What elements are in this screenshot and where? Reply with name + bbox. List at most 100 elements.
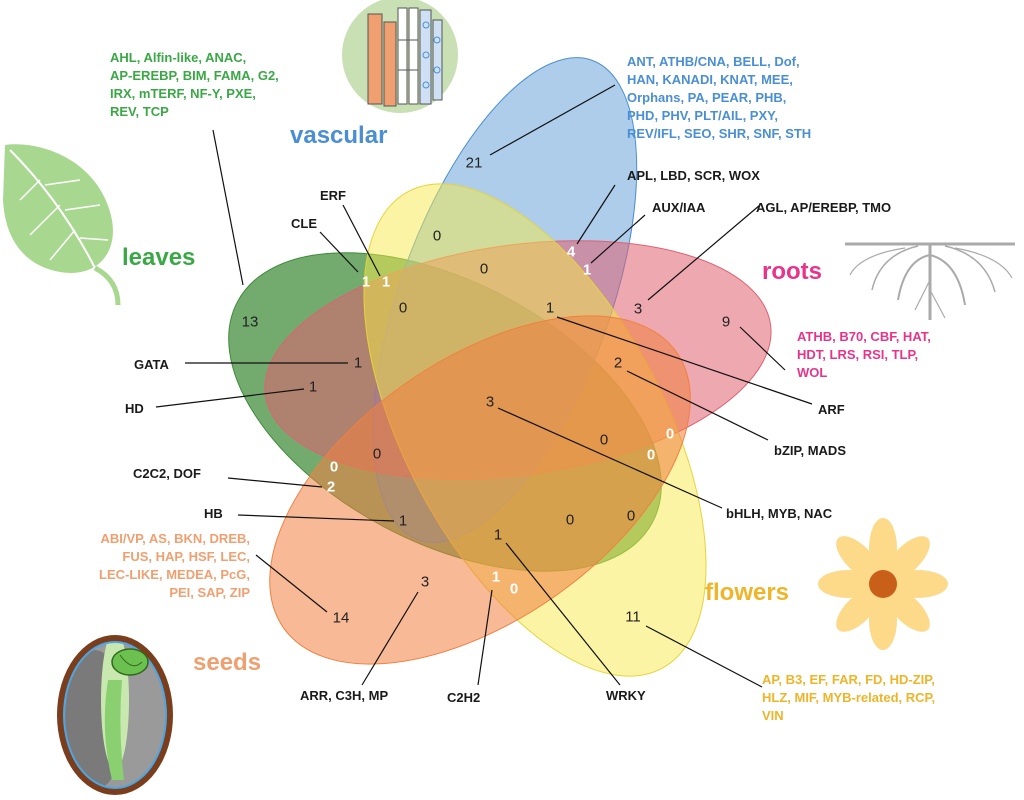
count-tip: 4 [567, 244, 576, 261]
leader-line [647, 204, 761, 301]
gene-list-line: REV, TCP [110, 104, 169, 119]
gene-label-apl: APL, LBD, SCR, WOX [627, 168, 760, 183]
gene-list-seeds: ABI/VP, AS, BKN, DREB, FUS, HAP, HSF, LE… [99, 531, 250, 600]
gene-list-line: HLZ, MIF, MYB-related, RCP, [762, 690, 935, 705]
count-flowers-only: 11 [625, 609, 641, 626]
count-region: 0 [399, 300, 407, 317]
count-seeds-only: 14 [333, 610, 350, 627]
count-region: 1 [494, 527, 502, 544]
gene-list-line: IRX, mTERF, NF-Y, PXE, [110, 86, 256, 101]
gene-list-line: ANT, ATHB/CNA, BELL, Dof, [627, 54, 800, 69]
set-name-flowers: flowers [705, 579, 789, 606]
set-name-roots: roots [762, 258, 822, 285]
gene-label-cle: CLE [291, 216, 317, 231]
count-region: 1 [354, 355, 362, 372]
gene-list-line: AP-EREBP, BIM, FAMA, G2, [110, 68, 279, 83]
gene-label-arf: ARF [818, 402, 845, 417]
count-leaves-only: 13 [242, 314, 259, 331]
gene-label-c2c2: C2C2, DOF [133, 466, 201, 481]
count-region: 1 [546, 300, 554, 317]
count-region: 0 [600, 432, 608, 449]
seed-icon [57, 635, 173, 795]
gene-list-line: AP, B3, EF, FAR, FD, HD-ZIP, [762, 672, 935, 687]
count-tip: 0 [510, 581, 518, 598]
leader-line [626, 370, 769, 441]
leader-line [645, 625, 763, 688]
count-vascular-only: 21 [466, 155, 483, 172]
gene-list-line: LEC-LIKE, MEDEA, PcG, [99, 567, 250, 582]
count-tip: 2 [327, 479, 335, 496]
leader-line [590, 214, 646, 264]
gene-label-gata: GATA [134, 357, 170, 372]
leader-line [155, 388, 305, 408]
roots-icon [845, 242, 1015, 320]
gene-label-hd: HD [125, 401, 144, 416]
ellipse-seeds [269, 315, 691, 665]
gene-label-agl: AGL, AP/EREBP, TMO [756, 200, 891, 215]
leader-line [212, 129, 244, 286]
set-name-vascular: vascular [290, 122, 387, 149]
leader-line [576, 184, 616, 245]
count-tip: 1 [362, 274, 370, 291]
leader-line [739, 326, 786, 371]
leader-line [319, 231, 359, 273]
count-region: 0 [566, 512, 574, 529]
set-name-seeds: seeds [193, 649, 261, 676]
count-region: 3 [486, 394, 494, 411]
leader-line [361, 591, 419, 686]
gene-list-line: ABI/VP, AS, BKN, DREB, [100, 531, 250, 546]
gene-list-flowers: AP, B3, EF, FAR, FD, HD-ZIP, HLZ, MIF, M… [762, 672, 935, 723]
gene-list-line: AHL, Alfin-like, ANAC, [110, 50, 246, 65]
count-tip: 1 [583, 262, 591, 279]
count-region: 1 [399, 513, 407, 530]
gene-label-bhlh: bHLH, MYB, NAC [726, 506, 833, 521]
gene-list-line: ATHB, B70, CBF, HAT, [797, 329, 931, 344]
leader-line [505, 542, 621, 686]
leaf-icon [3, 144, 121, 306]
count-region: 1 [309, 379, 317, 396]
leader-line [477, 589, 493, 686]
gene-list-line: HAN, KANADI, KNAT, MEE, [627, 72, 793, 87]
leader-line [237, 514, 395, 522]
gene-list-line: WOL [797, 365, 827, 380]
gene-label-auxiaa: AUX/IAA [652, 200, 706, 215]
gene-list-vascular: ANT, ATHB/CNA, BELL, Dof, HAN, KANADI, K… [627, 54, 811, 141]
gene-list-roots: ATHB, B70, CBF, HAT, HDT, LRS, RSI, TLP,… [797, 329, 931, 380]
gene-label-c2h2: C2H2 [447, 690, 480, 705]
leader-line [556, 316, 813, 405]
count-region: 0 [627, 508, 635, 525]
leader-line [255, 554, 328, 613]
gene-label-bzip: bZIP, MADS [774, 443, 846, 458]
count-tip: 0 [330, 459, 338, 476]
count-tip: 1 [382, 274, 390, 291]
gene-list-line: VIN [762, 708, 784, 723]
gene-list-leaves: AHL, Alfin-like, ANAC, AP-EREBP, BIM, FA… [110, 50, 279, 119]
gene-list-line: FUS, HAP, HSF, LEC, [122, 549, 250, 564]
gene-list-line: HDT, LRS, RSI, TLP, [797, 347, 918, 362]
gene-label-hb: HB [204, 506, 223, 521]
gene-list-line: Orphans, PA, PEAR, PHB, [627, 90, 786, 105]
count-roots-only: 9 [722, 314, 730, 331]
leader-line [497, 407, 723, 509]
count-tip: 0 [666, 426, 674, 443]
count-tip: 0 [647, 447, 655, 464]
gene-label-arr: ARR, C3H, MP [300, 688, 388, 703]
gene-list-line: PHD, PHV, PLT/AIL, PXY, [627, 108, 778, 123]
gene-list-line: PEI, SAP, ZIP [169, 585, 250, 600]
count-tip: 1 [492, 569, 500, 586]
count-region: 2 [614, 355, 622, 372]
count-region: 3 [421, 574, 429, 591]
gene-list-line: REV/IFL, SEO, SHR, SNF, STH [627, 126, 811, 141]
gene-label-erf: ERF [320, 188, 346, 203]
count-region: 0 [480, 261, 488, 278]
flower-icon [818, 518, 948, 650]
count-region: 0 [373, 446, 381, 463]
gene-label-wrky: WRKY [606, 688, 646, 703]
count-region: 0 [433, 228, 441, 245]
leader-line [489, 84, 616, 156]
set-name-leaves: leaves [122, 244, 195, 271]
vascular-tissue-icon [342, 0, 458, 113]
leader-line [227, 477, 323, 488]
leader-line [342, 204, 381, 277]
